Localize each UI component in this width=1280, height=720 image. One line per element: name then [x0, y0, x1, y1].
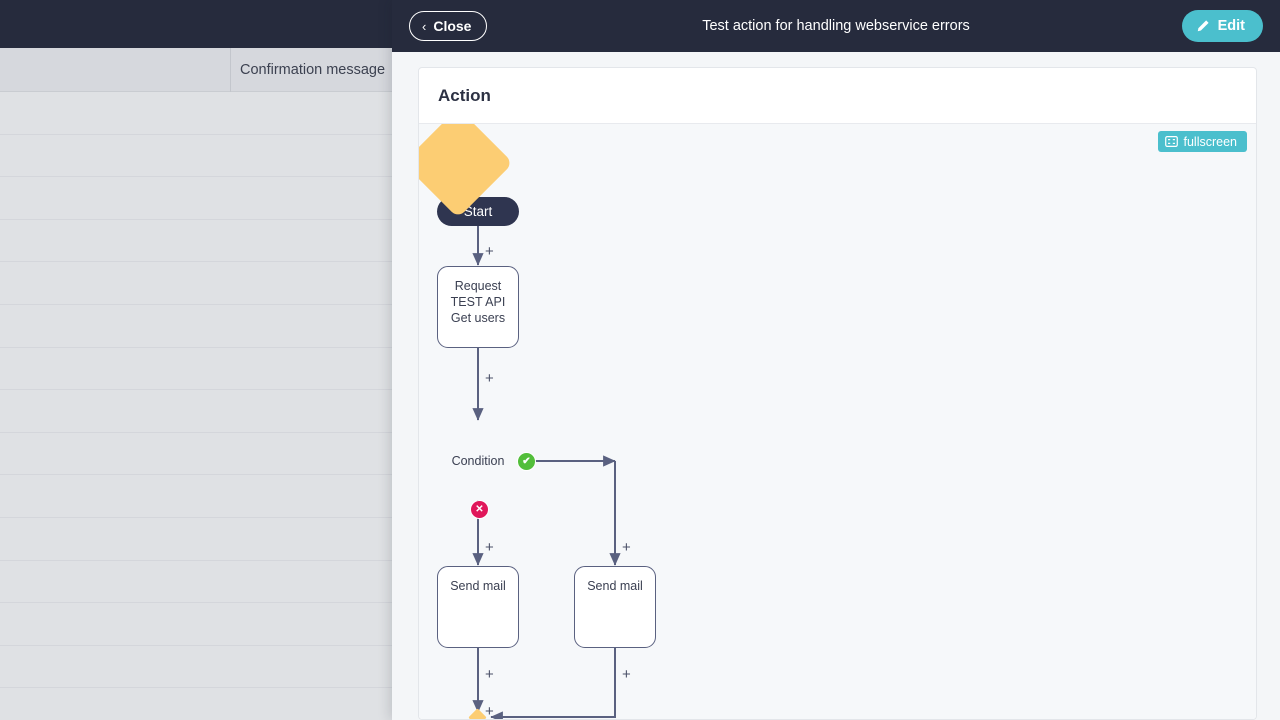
add-step-button-5[interactable]: +: [485, 666, 494, 683]
chevron-left-icon: ‹: [422, 18, 427, 34]
close-button-label: Close: [433, 18, 472, 34]
close-button[interactable]: ‹ Close: [409, 11, 488, 41]
table-header-cell-blank: [0, 48, 231, 92]
fullscreen-button[interactable]: fullscreen: [1157, 131, 1247, 152]
close-icon: ✕: [475, 503, 484, 515]
node-request-test-api[interactable]: Request TEST API Get users: [437, 266, 519, 348]
edit-button-label: Edit: [1217, 18, 1245, 34]
expand-icon: [1164, 136, 1178, 147]
node-request-line2: TEST API: [450, 295, 506, 309]
action-card: Action fullscreen: [418, 67, 1257, 720]
node-send-mail-left[interactable]: Send mail: [437, 566, 519, 648]
add-step-button-7[interactable]: +: [485, 703, 494, 719]
workflow-diagram: Start Request TEST API Get users Conditi…: [419, 124, 1256, 719]
condition-success-badge[interactable]: ✔: [517, 452, 536, 471]
workflow-connectors: [472, 226, 621, 719]
node-send-mail-right-label: Send mail: [587, 579, 643, 593]
add-step-button-3[interactable]: +: [485, 539, 494, 556]
card-body: fullscreen: [419, 124, 1256, 719]
node-request-line3: Get users: [450, 311, 506, 325]
fullscreen-button-label: fullscreen: [1183, 134, 1238, 149]
add-step-button-2[interactable]: +: [485, 370, 494, 387]
node-request-line1: Request: [454, 279, 502, 293]
node-send-mail-left-label: Send mail: [450, 579, 506, 593]
check-icon: ✔: [522, 455, 531, 467]
pencil-icon: [1197, 20, 1209, 32]
action-detail-panel: ‹ Close Test action for handling webserv…: [392, 0, 1280, 720]
node-send-mail-right[interactable]: Send mail: [574, 566, 656, 648]
panel-header: ‹ Close Test action for handling webserv…: [392, 0, 1280, 52]
add-step-button-1[interactable]: +: [485, 243, 494, 260]
add-step-button-4[interactable]: +: [622, 539, 631, 556]
add-step-button-6[interactable]: +: [622, 666, 631, 683]
node-start-label: Start: [463, 204, 493, 219]
edit-button[interactable]: Edit: [1181, 10, 1263, 42]
condition-failure-badge[interactable]: ✕: [470, 500, 489, 519]
table-header-cell-confirmation-message: Confirmation message: [240, 62, 386, 78]
card-header: Action: [419, 68, 1256, 124]
card-title: Action: [438, 85, 491, 105]
panel-title: Test action for handling webservice erro…: [702, 18, 970, 34]
